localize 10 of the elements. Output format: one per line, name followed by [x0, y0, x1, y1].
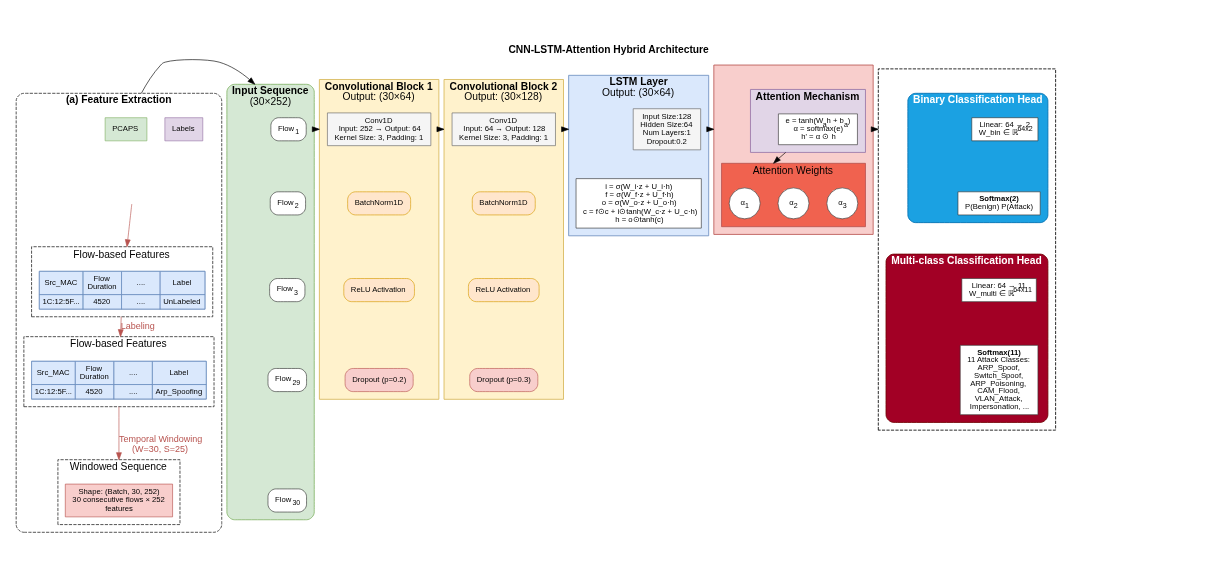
diagram-title: CNN-LSTM-Attention Hybrid Architecture	[508, 43, 709, 55]
arrow	[116, 406, 122, 460]
cluster	[713, 64, 874, 235]
arrow	[141, 59, 256, 94]
arrow	[773, 152, 787, 164]
edge-label: Temporal Windowing (W=30, S=25)	[118, 434, 203, 455]
arrow	[125, 203, 133, 248]
edge-label: Labeling	[120, 321, 155, 332]
cluster	[877, 68, 1057, 431]
arrow	[117, 316, 124, 337]
